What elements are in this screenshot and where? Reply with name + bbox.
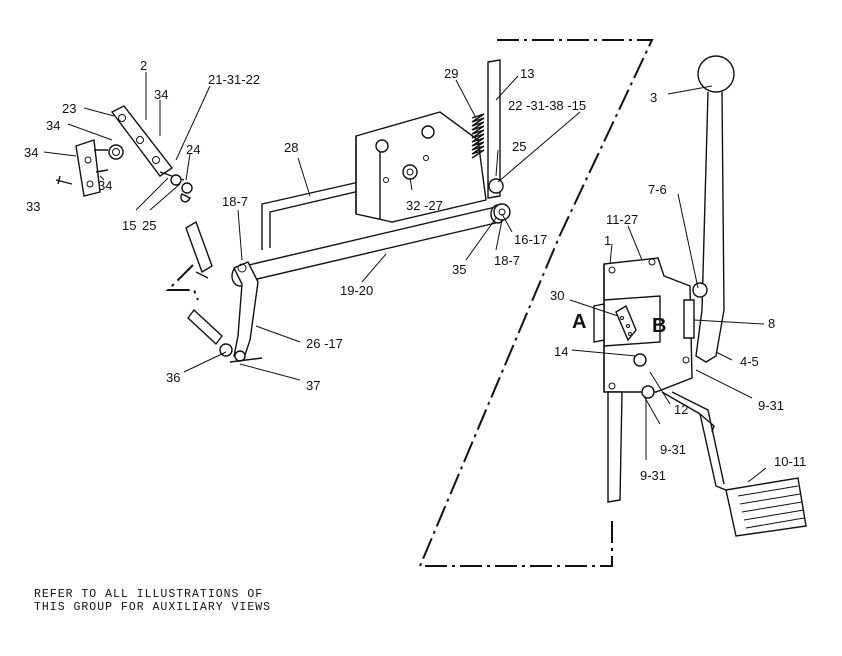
callout-34: 34 [154,87,168,102]
callout-34: 34 [98,178,112,193]
callouts: 2 23 34 34 34 34 33 15 25 21-31-22 24 18… [24,58,806,483]
view-label-a: A [572,311,586,333]
cross-shaft-assembly [187,59,511,363]
callout-9-31: 9-31 [758,398,784,413]
callout-25: 25 [142,218,156,233]
callout-10-11: 10-11 [774,454,806,469]
callout-13: 13 [520,66,534,81]
note-line-1: REFER TO ALL ILLUSTRATIONS OF [34,588,264,601]
callout-34: 34 [46,118,60,133]
break-outline-main [418,39,654,567]
cable-segment [185,220,213,279]
callout-35: 35 [452,262,466,277]
callout-26-17: 26 -17 [306,336,343,351]
callout-36: 36 [166,370,180,385]
callout-12: 12 [674,402,688,417]
callout-16-17: 16-17 [514,232,547,247]
callout-3: 3 [650,90,657,105]
callout-29: 29 [444,66,458,81]
callout-9-31: 9-31 [660,442,686,457]
callout-11-27: 11-27 [606,212,638,227]
callout-7-6: 7-6 [648,182,667,197]
leader-lines [43,72,767,483]
callout-37: 37 [306,378,320,393]
callout-14: 14 [554,344,568,359]
callout-8: 8 [768,316,775,331]
callout-15: 15 [122,218,136,233]
callout-24: 24 [186,142,200,157]
view-label-b: B [652,315,666,337]
callout-4-5: 4-5 [740,354,759,369]
callout-25: 25 [512,139,526,154]
callout-22-31-38-15: 22 -31-38 -15 [508,98,586,113]
callout-1: 1 [604,233,611,248]
callout-28: 28 [284,140,298,155]
control-valve-assembly [593,55,807,537]
callout-23: 23 [62,101,76,116]
callout-18-7: 18-7 [494,253,520,268]
callout-32-27: 32 -27 [406,198,443,213]
callout-9-31: 9-31 [640,468,666,483]
break-outline-link [165,264,199,301]
callout-18-7: 18-7 [222,194,248,209]
callout-30: 30 [550,288,564,303]
callout-33: 33 [26,199,40,214]
callout-2: 2 [140,58,147,73]
note-line-2: THIS GROUP FOR AUXILIARY VIEWS [34,601,272,614]
callout-34: 34 [24,145,38,160]
auxiliary-views-note: REFER TO ALL ILLUSTRATIONS OF THIS GROUP… [34,588,271,614]
bracket-assembly [55,105,193,203]
callout-21-31-22: 21-31-22 [208,72,260,87]
callout-19-20: 19-20 [340,283,373,298]
